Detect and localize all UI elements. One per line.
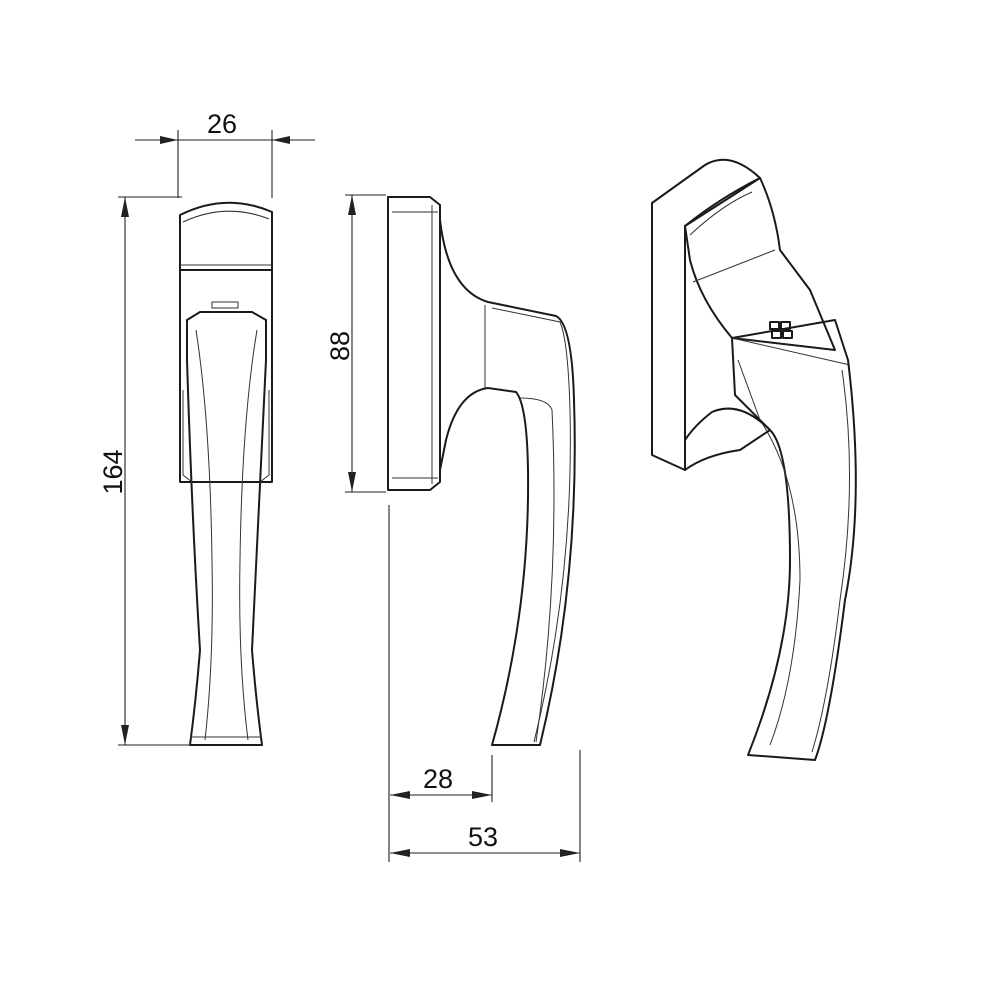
dimension-label-height: 164 — [98, 449, 128, 494]
badge-icon — [211, 301, 239, 309]
dimension-label-depth: 53 — [468, 822, 498, 852]
badge-icon — [769, 321, 793, 339]
side-view — [387, 196, 576, 746]
front-view — [179, 201, 273, 746]
dimension-26: 26 — [135, 109, 315, 198]
dimension-label-base: 88 — [325, 331, 355, 361]
perspective-view — [651, 158, 857, 761]
dimension-53: 53 — [390, 750, 581, 862]
dimension-label-grip: 28 — [423, 764, 453, 794]
dimension-164: 164 — [98, 196, 192, 746]
dimension-label-width: 26 — [207, 109, 237, 139]
dimension-28: 28 — [388, 505, 493, 862]
dimension-88: 88 — [325, 194, 386, 493]
